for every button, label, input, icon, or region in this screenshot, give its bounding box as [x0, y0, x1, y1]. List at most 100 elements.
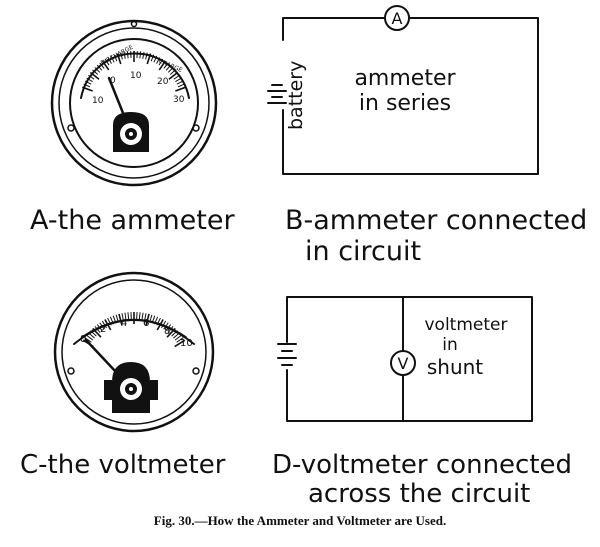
scale-tick: [101, 60, 110, 71]
scale-tick: [96, 324, 103, 332]
ammeter-tick-label: 0: [110, 76, 116, 86]
scale-tick: [138, 312, 141, 321]
scale-tick: [113, 54, 118, 62]
voltmeter-screw-left: [67, 367, 75, 375]
voltmeter-tick-label: 10: [180, 338, 193, 349]
scale-tick: [175, 77, 182, 83]
scale-tick: [92, 327, 102, 338]
ammeter-illustration: DISCHARGE CHARGE 10 0 10 20 30: [50, 19, 218, 187]
panel-b-label-line2: in circuit: [305, 236, 421, 267]
ammeter-inner-rim: [58, 27, 210, 179]
ammeter-screw-top: [130, 20, 138, 28]
voltmeter-inner-rim: [61, 279, 207, 425]
scale-tick: [88, 332, 95, 339]
scale-tick: [86, 334, 94, 341]
ammeter-discharge-label: DISCHARGE: [100, 44, 135, 67]
ammeter-symbol-letter: A: [392, 9, 403, 28]
scale-tick: [151, 315, 156, 324]
ammeter-symbol: [384, 5, 410, 31]
scale-tick: [150, 54, 155, 62]
voltmeter-illustration: 0 2 4 6 8 10: [53, 271, 215, 433]
scale-tick: [175, 86, 186, 92]
ammeter-outer-rim: [50, 19, 218, 187]
scale-tick: [145, 52, 148, 60]
scale-tick: [139, 51, 142, 59]
scale-tick: [161, 320, 167, 329]
ammeter-screw-right: [192, 124, 200, 132]
voltmeter-symbol-letter: V: [398, 354, 409, 373]
series-circuit-wire: [282, 17, 539, 175]
battery-label: battery: [285, 61, 307, 130]
scale-tick: [124, 312, 127, 321]
scale-tick: [163, 322, 169, 330]
panel-d-label-line2: across the circuit: [308, 479, 530, 509]
scale-tick: [104, 319, 112, 331]
scale-tick: [142, 51, 145, 59]
scale-tick: [86, 77, 93, 83]
scale-tick: [109, 316, 114, 325]
scale-tick: [168, 71, 179, 80]
scale-tick: [146, 53, 152, 65]
scale-tick: [171, 330, 178, 337]
scale-tick: [145, 313, 150, 326]
scale-tick: [99, 322, 105, 330]
panel-d-label-line1: D-voltmeter connected: [272, 450, 572, 480]
ammeter-charge-label: CHARGE: [157, 57, 183, 74]
scale-tick: [116, 53, 122, 65]
voltmeter-tick-label: 8: [164, 326, 170, 337]
voltmeter-tick-label: 2: [100, 324, 106, 335]
series-circuit-wire: [282, 17, 386, 41]
scale-tick: [101, 320, 107, 329]
scale-tick: [166, 327, 176, 338]
scale-tick: [127, 312, 130, 321]
scale-tick: [176, 80, 184, 85]
voltmeter-symbol: [390, 350, 416, 376]
scale-tick: [156, 57, 161, 64]
voltmeter-tick-label: 0: [80, 334, 86, 345]
scale-tick: [156, 317, 161, 326]
shunt-circuit-diagram: V voltmeter in shunt: [277, 296, 533, 422]
scale-tick: [173, 74, 180, 80]
scale-tick: [110, 55, 115, 63]
scale-tick: [89, 71, 100, 80]
ammeter-note-line1: ammeter: [354, 66, 456, 91]
scale-tick: [92, 69, 99, 75]
scale-tick: [167, 326, 174, 333]
voltmeter-pivot-center: [129, 387, 133, 391]
scale-tick: [99, 62, 105, 69]
ammeter-note-line2: in series: [359, 91, 451, 116]
shunt-circuit-wire: [286, 296, 533, 422]
scale-tick: [158, 58, 164, 66]
scale-tick: [149, 314, 153, 323]
scale-tick: [174, 334, 182, 341]
voltmeter-tick-label: 4: [121, 318, 127, 329]
scale-tick: [169, 69, 176, 75]
ammeter-tick-label: 30: [173, 95, 185, 105]
panel-b-label-line1: B-ammeter connected: [285, 205, 587, 236]
scale-tick: [84, 337, 92, 343]
ammeter-screw-left: [67, 124, 75, 132]
scale-tick: [163, 62, 169, 69]
scale-tick: [167, 67, 174, 73]
scale-tick: [94, 326, 101, 333]
scale-tick: [165, 64, 172, 71]
scale-tick: [82, 86, 93, 92]
scale-tick: [107, 57, 112, 64]
voltmeter-tick-marks: [82, 312, 186, 348]
scale-tick: [154, 316, 159, 325]
panel-c-label: C-the voltmeter: [20, 450, 226, 480]
scale-tick: [96, 64, 103, 71]
voltmeter-terminal-right: [150, 380, 158, 400]
voltmeter-note-line3: shunt: [427, 355, 483, 379]
ammeter-tick-label: 10: [130, 71, 142, 81]
scale-tick: [156, 319, 164, 331]
scale-tick: [84, 80, 92, 85]
scale-tick: [126, 51, 129, 59]
figure-caption: Fig. 30.—How the Ammeter and Voltmeter a…: [154, 513, 446, 528]
voltmeter-terminal-left: [104, 380, 112, 400]
scale-tick: [174, 339, 186, 348]
scale-tick: [90, 330, 97, 337]
scale-tick: [176, 337, 184, 343]
scale-tick: [120, 52, 123, 60]
